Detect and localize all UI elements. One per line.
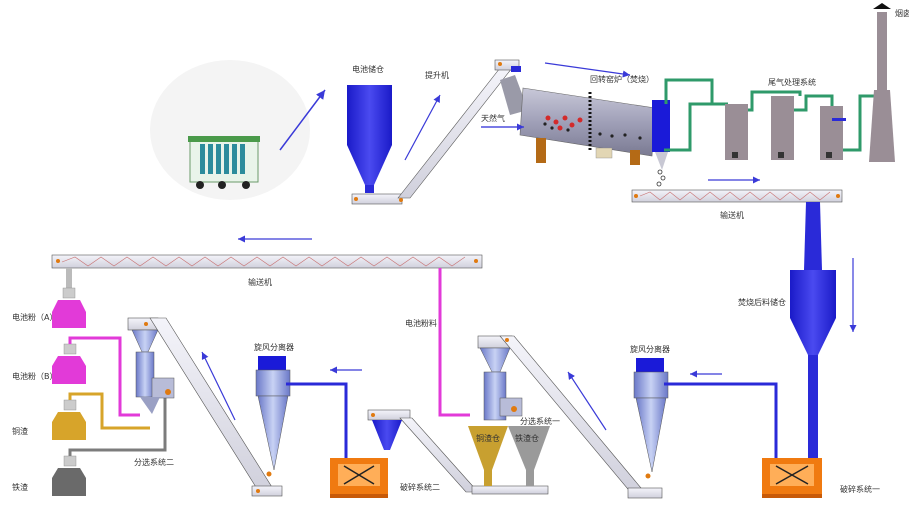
copper-bin-label: 铜渣仓 xyxy=(476,433,500,443)
copper-slag-label: 铜渣 xyxy=(12,426,28,436)
powder-pipe xyxy=(438,268,470,417)
battery-bin-label: 电池储仓 xyxy=(352,64,384,74)
elevator-two xyxy=(144,317,283,497)
chimney xyxy=(869,3,895,162)
exhaust-label: 尾气处理系统 xyxy=(768,77,816,87)
crushing-system-two xyxy=(330,458,388,498)
powder-flow-label: 电池粉料 xyxy=(405,318,437,328)
post-burn-bin xyxy=(790,202,857,460)
output-bins xyxy=(52,268,86,496)
sorting-two-label: 分选系统二 xyxy=(134,457,174,467)
battery-powder-a-label: 电池粉（A） xyxy=(12,312,57,322)
battery-bin xyxy=(347,85,392,193)
truck-area xyxy=(150,60,326,200)
elevator xyxy=(397,59,521,202)
output-pipes xyxy=(68,336,167,456)
right-conveyor-label: 输送机 xyxy=(720,210,744,220)
exhaust-system xyxy=(664,78,876,160)
truck-icon xyxy=(188,136,260,189)
iron-bin-label: 铁渣仓 xyxy=(515,433,539,443)
post-burn-bin-label: 焚烧后料储仓 xyxy=(738,297,786,307)
cyclone-right-label: 旋风分离器 xyxy=(630,344,670,354)
kiln-label: 回转窑炉（焚烧） xyxy=(590,74,654,84)
natural-gas-label: 天然气 xyxy=(481,113,505,123)
left-conveyor xyxy=(51,235,483,269)
cyclone-left-label: 旋风分离器 xyxy=(254,342,294,352)
middle-elevator xyxy=(367,409,549,495)
chimney-label: 烟囱 xyxy=(895,8,909,18)
rotary-kiln xyxy=(500,62,670,187)
flow-arrow xyxy=(279,89,326,151)
crushing-one-label: 破碎系统一 xyxy=(840,484,880,494)
battery-powder-b-label: 电池粉（B） xyxy=(12,371,58,381)
right-conveyor xyxy=(631,176,843,203)
sorting-system-two xyxy=(127,317,175,414)
crushing-two-label: 破碎系统二 xyxy=(400,482,440,492)
crushing-system-one xyxy=(762,458,822,498)
sorting-system-one xyxy=(468,335,550,486)
elevator-three xyxy=(499,335,663,499)
left-conveyor-label: 输送机 xyxy=(248,277,272,287)
bin-conveyor xyxy=(351,193,403,205)
cyclone-right xyxy=(633,358,778,479)
iron-slag-label: 铁渣 xyxy=(12,482,28,492)
elevator-label: 提升机 xyxy=(425,70,449,80)
sorting-one-label: 分选系统一 xyxy=(520,416,560,426)
cyclone-left xyxy=(255,356,362,477)
